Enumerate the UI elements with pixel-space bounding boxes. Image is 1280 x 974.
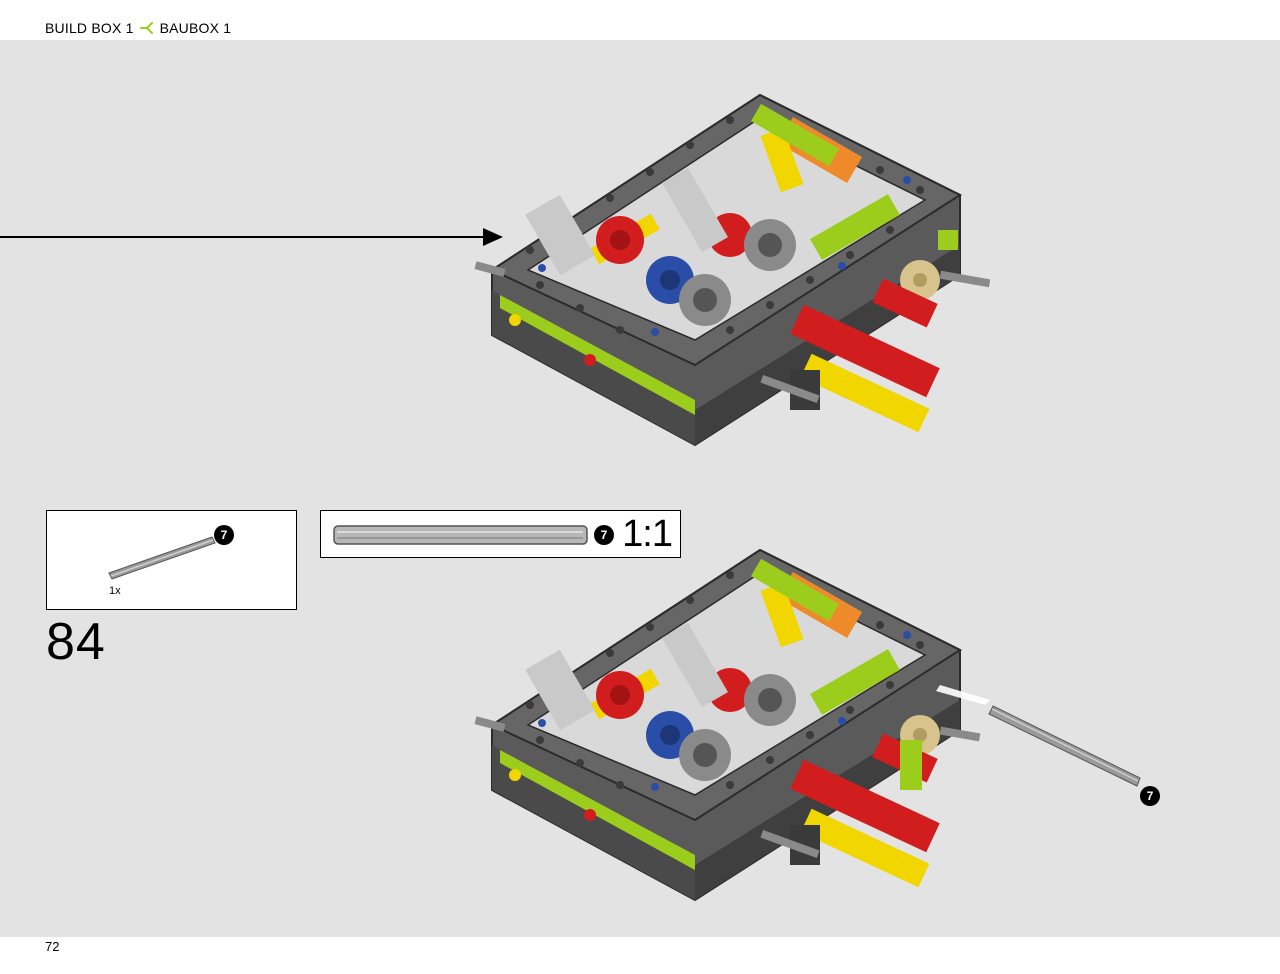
parts-list-box: 7 1x [46,510,297,610]
scale-id-badge: 7 [594,525,614,545]
callout-arrow-line [0,236,488,238]
gearbox-model-top [474,93,990,447]
scale-reference-box: 7 1:1 [320,510,681,558]
insert-id-badge: 7 [1140,786,1160,806]
axle-insert-icon [988,705,1141,787]
crumb-baubox: BAUBOX 1 [159,20,232,36]
arrow-head-icon [483,228,503,246]
page-number: 72 [45,939,60,954]
leaf-separator-icon [139,22,153,34]
part-quantity: 1x [109,585,121,597]
crumb-build-box: BUILD BOX 1 [45,20,134,36]
breadcrumb: BUILD BOX 1 BAUBOX 1 [45,20,231,36]
axle-icon [108,536,216,580]
page-header: BUILD BOX 1 BAUBOX 1 [0,0,1280,40]
step-number: 84 [46,613,106,671]
axle-scale-icon [333,525,588,545]
gearbox-model-bottom [474,548,990,902]
page-footer [0,937,1280,974]
scale-label: 1:1 [622,513,673,555]
part-id-badge: 7 [214,525,234,545]
